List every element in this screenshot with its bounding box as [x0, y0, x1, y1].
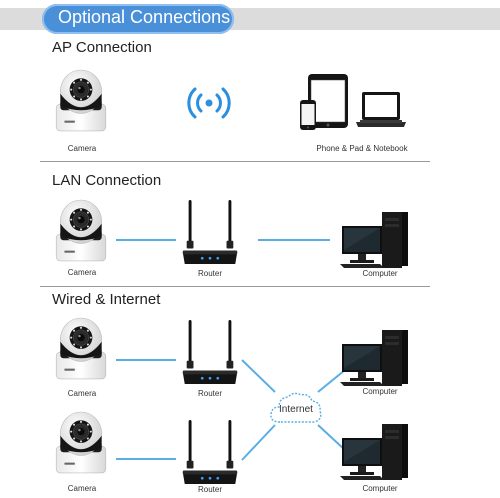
router-icon: [182, 419, 238, 485]
cloud-icon: [270, 392, 322, 423]
lan-router-label: Router: [197, 269, 222, 278]
divider: [40, 161, 430, 162]
ap-camera-label: Camera: [67, 144, 97, 153]
router-icon: [182, 319, 238, 385]
laptop-icon: [356, 92, 406, 127]
wired-wire-camera-router-1: [116, 359, 176, 361]
wired-computer-label-1: Computer: [362, 387, 398, 396]
lan-computer-label: Computer: [362, 269, 398, 278]
wired-wire-camera-router-2: [116, 458, 176, 460]
wired-camera-label-1: Camera: [67, 389, 97, 398]
header-tab: [42, 4, 234, 34]
lan-wire-camera-router: [116, 239, 176, 241]
computer-icon: [340, 424, 410, 480]
cloud-label: Internet: [279, 404, 313, 415]
devices-group: [300, 74, 406, 130]
wired-router-label-1: Router: [197, 389, 222, 398]
header-banner: Optional Connections: [0, 0, 500, 36]
ap-devices-label: Phone & Pad & Notebook: [316, 144, 408, 153]
lan-wire-router-computer: [258, 239, 330, 241]
wired-router-label-2: Router: [197, 485, 222, 494]
lan-section-title: LAN Connection: [52, 172, 162, 189]
wired-computer-label-2: Computer: [362, 484, 398, 493]
page-title: Optional Connections: [58, 7, 231, 27]
tablet-icon: [308, 74, 348, 128]
ap-section-title: AP Connection: [52, 39, 152, 56]
wifi-signal-icon: [187, 87, 231, 119]
divider: [40, 286, 430, 287]
lan-camera-label: Camera: [67, 268, 97, 277]
camera-icon: [55, 317, 107, 380]
wired-camera-label-2: Camera: [67, 484, 97, 493]
computer-icon: [340, 330, 410, 386]
wired-section-title: Wired & Internet: [52, 291, 161, 308]
phone-icon: [300, 100, 316, 130]
camera-icon: [55, 411, 107, 474]
